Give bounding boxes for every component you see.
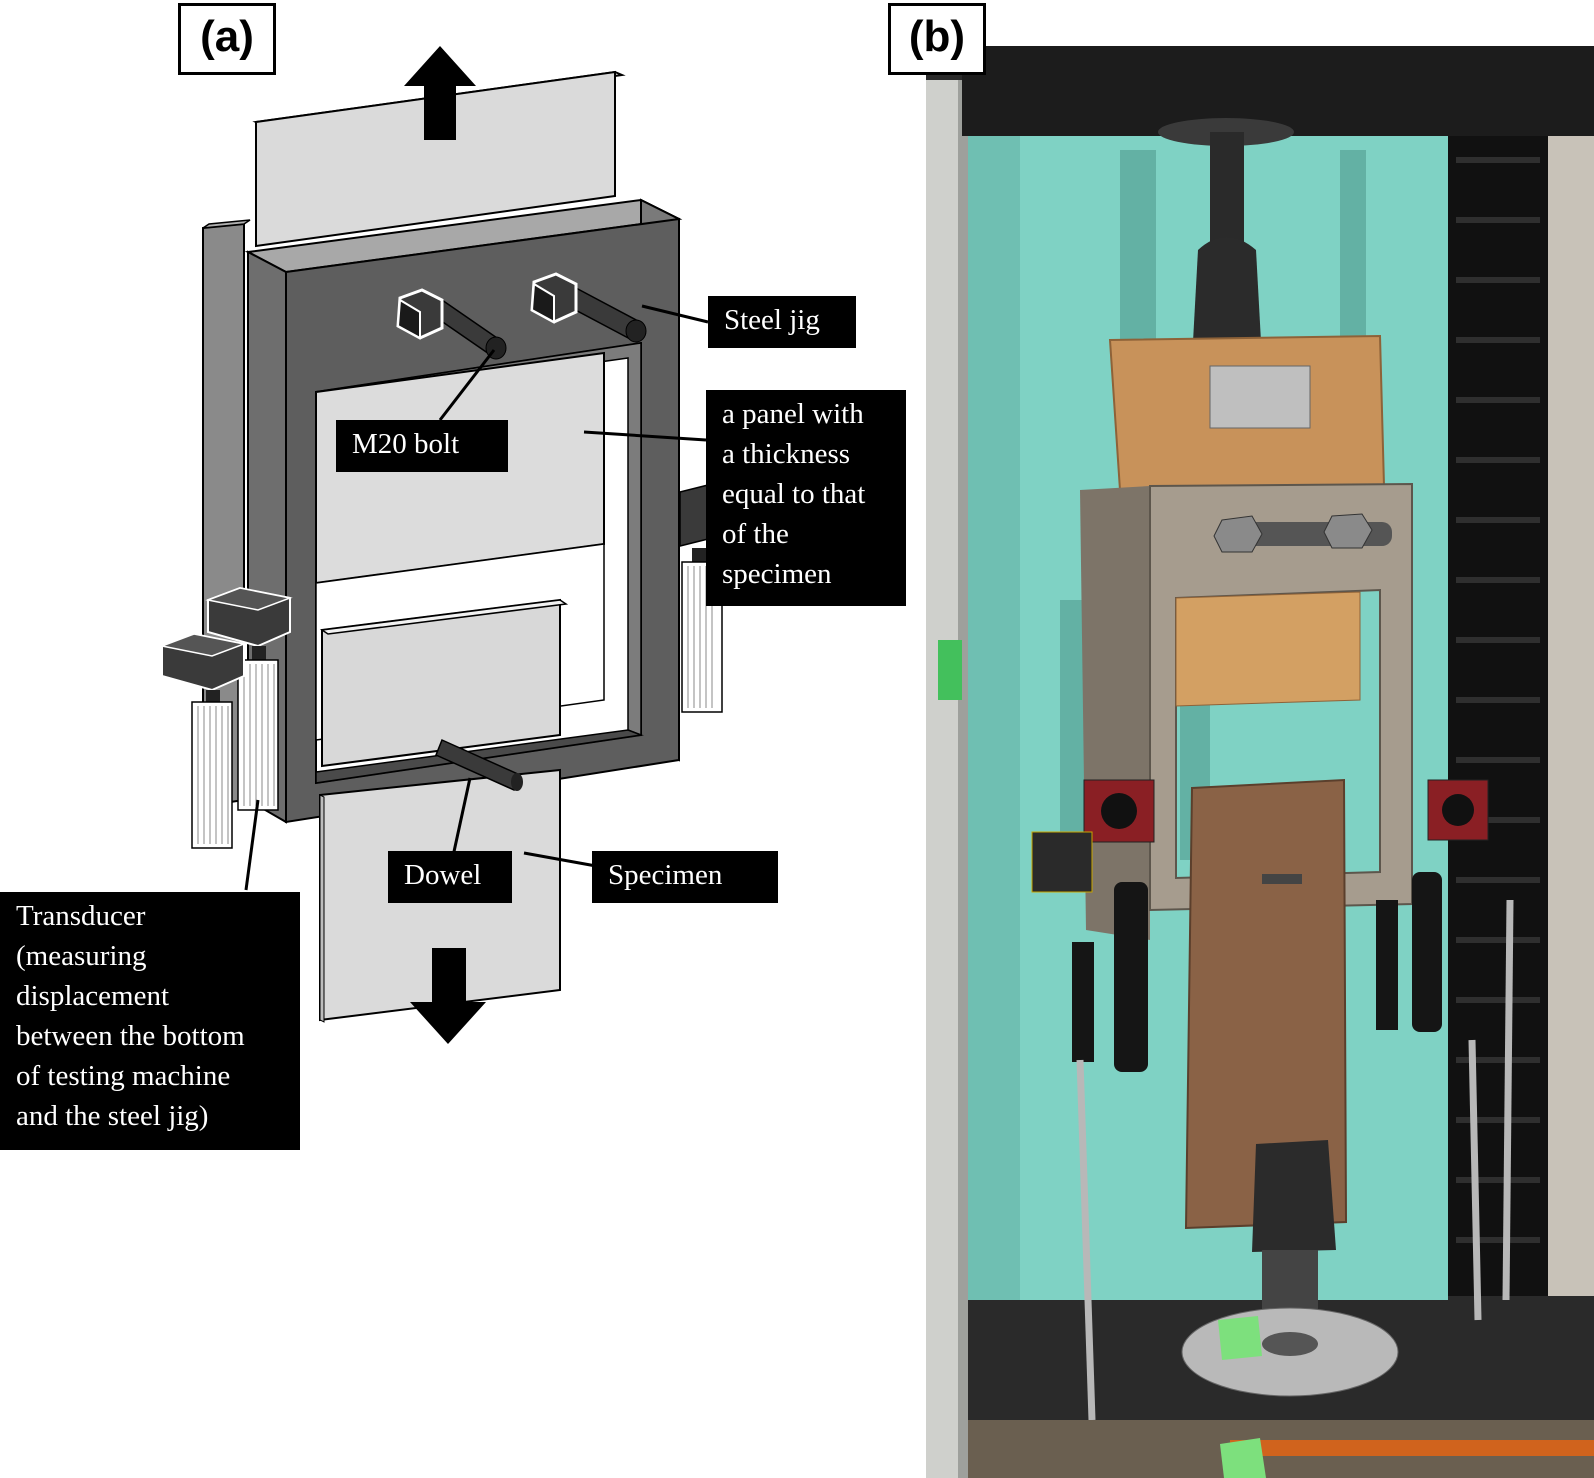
transducer-left-front-icon xyxy=(205,586,293,811)
label-m20-bolt: M20 bolt xyxy=(336,420,508,472)
down-arrow-icon xyxy=(410,948,486,1044)
label-specimen: Specimen xyxy=(592,851,778,903)
panel-label-b: (b) xyxy=(888,3,986,75)
photo-test-setup xyxy=(926,46,1594,1478)
bolt-right-icon xyxy=(530,272,647,343)
panel-label-a: (a) xyxy=(178,3,276,75)
bolt-left-icon xyxy=(396,288,507,360)
transducer-left-back-icon xyxy=(159,632,247,849)
up-arrow-icon xyxy=(404,46,476,140)
specimen-upper-part xyxy=(319,598,569,768)
label-steel-jig: Steel jig xyxy=(708,296,856,348)
label-dowel: Dowel xyxy=(388,851,512,903)
dowel-pin-icon xyxy=(435,738,523,792)
label-spacer-panel: a panel with a thickness equal to that o… xyxy=(706,390,906,606)
label-transducer: Transducer (measuring displacement betwe… xyxy=(0,892,300,1150)
